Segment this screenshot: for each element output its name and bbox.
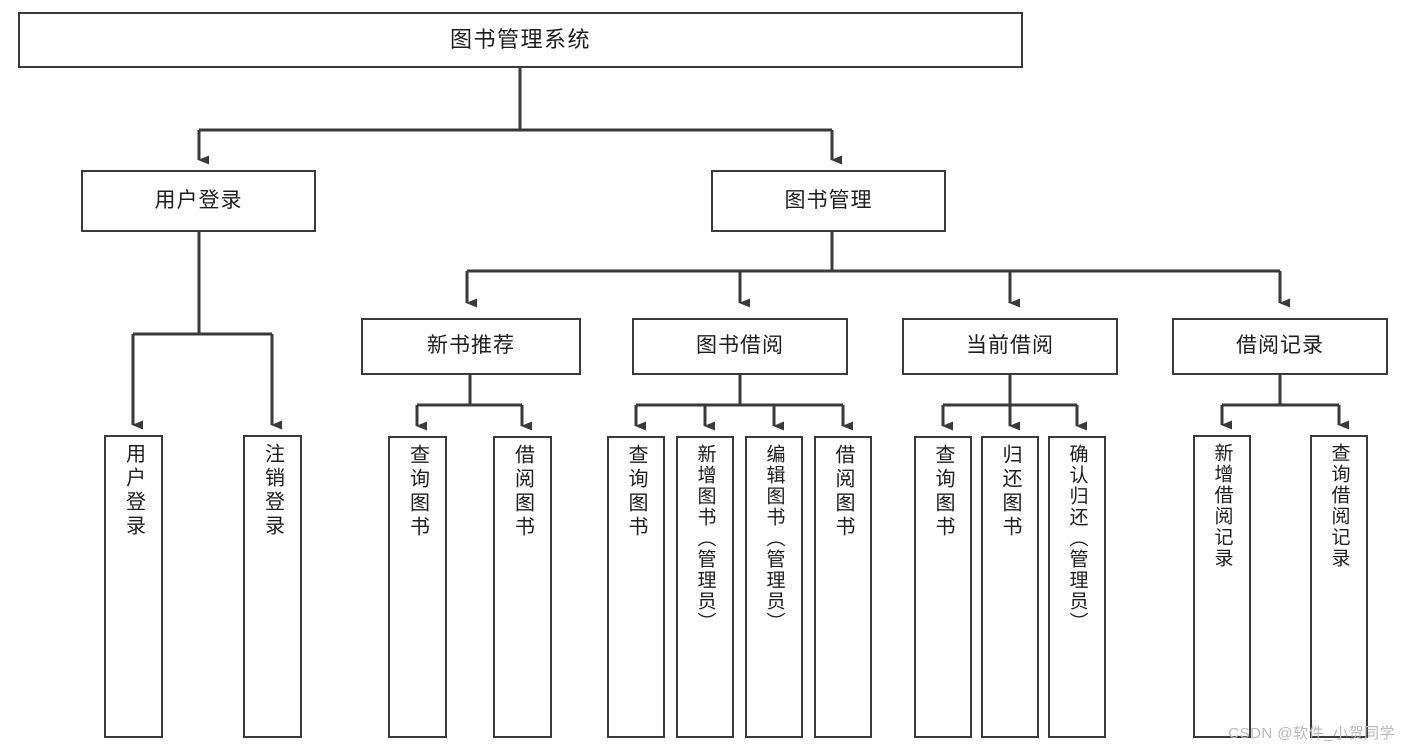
leaf-add-book-admin[interactable]: 新增图书（管理员） xyxy=(676,436,734,738)
leaf-user-login-label: 用户登录 xyxy=(122,443,145,539)
leaf-borrow-book-2-label: 借阅图书 xyxy=(832,444,854,540)
leaf-query-borrow-record[interactable]: 查询借阅记录 xyxy=(1310,435,1368,738)
node-current-borrow[interactable]: 当前借阅 xyxy=(902,318,1118,375)
leaf-query-book-3[interactable]: 查询图书 xyxy=(914,436,972,738)
leaf-borrow-book-1[interactable]: 借阅图书 xyxy=(493,436,552,738)
node-current-borrow-label: 当前借阅 xyxy=(966,334,1054,358)
leaf-add-borrow-record[interactable]: 新增借阅记录 xyxy=(1193,435,1251,738)
leaf-query-book-1-label: 查询图书 xyxy=(406,444,429,540)
node-book-manage[interactable]: 图书管理 xyxy=(711,170,946,232)
node-borrow-record-label: 借阅记录 xyxy=(1236,334,1324,358)
leaf-edit-book-admin-label: 编辑图书（管理员） xyxy=(763,444,785,633)
leaf-query-book-2-label: 查询图书 xyxy=(625,444,647,540)
node-user-login-label: 用户登录 xyxy=(154,188,243,212)
leaf-query-book-3-label: 查询图书 xyxy=(932,444,954,540)
leaf-return-book-label: 归还图书 xyxy=(999,444,1021,540)
leaf-add-book-admin-label: 新增图书（管理员） xyxy=(694,444,716,633)
leaf-borrow-book-1-label: 借阅图书 xyxy=(511,444,534,540)
node-new-book-recommend[interactable]: 新书推荐 xyxy=(361,318,581,375)
node-borrow-record[interactable]: 借阅记录 xyxy=(1172,318,1388,375)
leaf-edit-book-admin[interactable]: 编辑图书（管理员） xyxy=(745,436,803,738)
node-user-login[interactable]: 用户登录 xyxy=(81,170,316,232)
leaf-query-book-1[interactable]: 查询图书 xyxy=(388,436,447,738)
leaf-user-login[interactable]: 用户登录 xyxy=(104,435,163,738)
node-book-borrow[interactable]: 图书借阅 xyxy=(632,318,848,375)
leaf-confirm-return-admin[interactable]: 确认归还（管理员） xyxy=(1048,436,1106,738)
leaf-logout-login[interactable]: 注销登录 xyxy=(243,435,302,738)
leaf-return-book[interactable]: 归还图书 xyxy=(981,436,1039,738)
leaf-add-borrow-record-label: 新增借阅记录 xyxy=(1211,443,1233,569)
leaf-logout-login-label: 注销登录 xyxy=(261,443,284,539)
node-root-label: 图书管理系统 xyxy=(449,27,591,53)
leaf-borrow-book-2[interactable]: 借阅图书 xyxy=(814,436,872,738)
leaf-query-book-2[interactable]: 查询图书 xyxy=(607,436,665,738)
node-root[interactable]: 图书管理系统 xyxy=(18,12,1023,68)
node-book-manage-label: 图书管理 xyxy=(784,188,873,212)
leaf-confirm-return-admin-label: 确认归还（管理员） xyxy=(1066,444,1088,633)
leaf-query-borrow-record-label: 查询借阅记录 xyxy=(1328,443,1350,569)
csdn-watermark: CSDN @软件_小贺同学 xyxy=(1228,725,1395,742)
node-new-book-recommend-label: 新书推荐 xyxy=(427,334,515,358)
node-book-borrow-label: 图书借阅 xyxy=(696,334,784,358)
